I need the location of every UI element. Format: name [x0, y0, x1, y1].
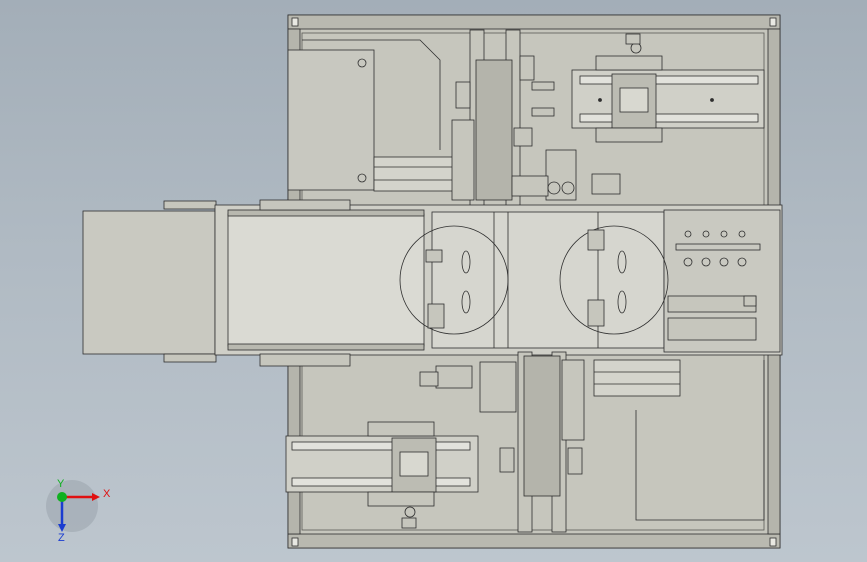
main-conveyor	[214, 199, 783, 367]
upper-guard-outline	[302, 39, 441, 150]
feed-tray	[82, 200, 217, 363]
z-axis-label: Z	[58, 532, 65, 544]
x-axis-label: X	[103, 488, 111, 500]
lower-slide-column	[419, 351, 681, 533]
lower-linear-module	[285, 421, 479, 529]
axis-triad	[46, 480, 100, 532]
rotary-table-right	[559, 225, 669, 335]
rotary-table-left	[399, 225, 509, 335]
side-panel-holes	[675, 230, 761, 267]
lower-guard-outline	[635, 360, 765, 521]
upper-linear-module	[571, 33, 765, 143]
y-axis-label: Y	[57, 478, 65, 490]
control-box	[287, 49, 455, 192]
upper-slide-column	[451, 29, 621, 211]
